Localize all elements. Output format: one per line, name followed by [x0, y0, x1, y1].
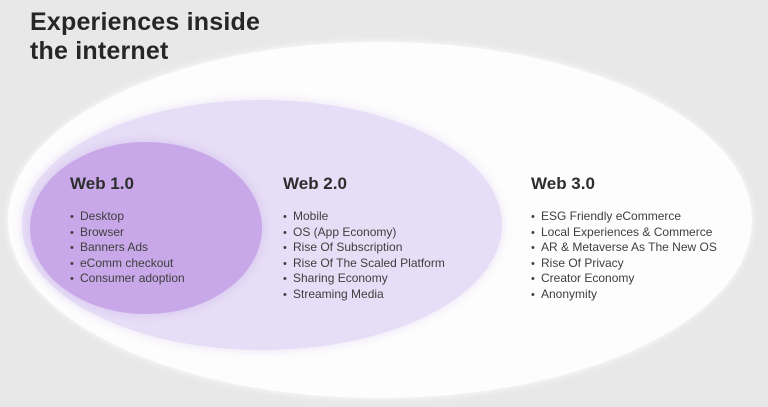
- list-item: • Rise Of Subscription: [283, 240, 508, 256]
- list-item-label: eComm checkout: [80, 255, 174, 270]
- bullet-icon: •: [531, 226, 535, 239]
- list-item-label: Anonymity: [541, 286, 598, 301]
- list-item-label: Rise Of Subscription: [293, 240, 403, 255]
- list-item: • Consumer adoption: [70, 271, 270, 287]
- web1-heading: Web 1.0: [70, 174, 134, 193]
- web3-list: • ESG Friendly eCommerce • Local Experience…: [531, 209, 756, 303]
- web2-list: • Mobile • OS (App Economy) • Rise Of Subscri…: [283, 209, 508, 303]
- bullet-icon: •: [283, 242, 287, 255]
- bullet-icon: •: [283, 226, 287, 239]
- list-item: • Desktop: [70, 209, 270, 225]
- list-item: • ESG Friendly eCommerce: [531, 209, 756, 225]
- list-item-label: Streaming Media: [293, 286, 384, 301]
- web2-heading: Web 2.0: [283, 174, 347, 193]
- list-item: • Streaming Media: [283, 287, 508, 303]
- web3-section: Web 3.0 • ESG Friendly eCommerce • Local Ex…: [531, 174, 756, 303]
- bullet-icon: •: [531, 242, 535, 255]
- web1-section: Web 1.0 • Desktop • Browser • Banners Ads • eCo…: [70, 174, 270, 287]
- bullet-icon: •: [283, 288, 287, 301]
- bullet-icon: •: [283, 273, 287, 286]
- list-item-label: Browser: [80, 224, 125, 239]
- list-item-label: Local Experiences & Commerce: [541, 224, 713, 239]
- page-title-line-2: the internet: [30, 37, 169, 65]
- list-item-label: Desktop: [80, 209, 125, 223]
- list-item: • Rise Of The Scaled Platform: [283, 256, 508, 272]
- list-item: • Mobile: [283, 209, 508, 225]
- list-item-label: Sharing Economy: [293, 271, 388, 286]
- list-item: • OS (App Economy): [283, 225, 508, 241]
- list-item: • Creator Economy: [531, 271, 756, 287]
- web1-ellipse: [30, 142, 262, 314]
- list-item-label: AR & Metaverse As The New OS: [541, 240, 717, 255]
- bullet-icon: •: [531, 211, 535, 223]
- bullet-icon: •: [531, 273, 535, 286]
- list-item: • Sharing Economy: [283, 271, 508, 287]
- list-item: • Rise Of Privacy: [531, 256, 756, 272]
- bullet-icon: •: [70, 242, 74, 255]
- web2-section: Web 2.0 • Mobile • OS (App Economy) • Rise Of…: [283, 174, 508, 303]
- bullet-icon: •: [531, 257, 535, 270]
- bullet-icon: •: [283, 257, 287, 270]
- bullet-icon: •: [283, 211, 287, 223]
- list-item-label: Mobile: [293, 209, 329, 223]
- list-item-label: Creator Economy: [541, 271, 635, 286]
- list-item-label: Rise Of The Scaled Platform: [293, 255, 445, 270]
- list-item: • eComm checkout: [70, 256, 270, 272]
- bullet-icon: •: [531, 288, 535, 301]
- page-title: Experiences inside the internet: [30, 8, 260, 66]
- web3-heading: Web 3.0: [531, 174, 595, 193]
- bullet-icon: •: [70, 211, 74, 223]
- list-item-label: Consumer adoption: [80, 271, 185, 286]
- bullet-icon: •: [70, 257, 74, 270]
- list-item-label: ESG Friendly eCommerce: [541, 209, 682, 223]
- list-item: • Anonymity: [531, 287, 756, 303]
- list-item-label: Rise Of Privacy: [541, 255, 624, 270]
- list-item: • Local Experiences & Commerce: [531, 225, 756, 241]
- web1-list: • Desktop • Browser • Banners Ads • eComm check…: [70, 209, 270, 287]
- list-item: • AR & Metaverse As The New OS: [531, 240, 756, 256]
- list-item: • Browser: [70, 225, 270, 241]
- bullet-icon: •: [70, 273, 74, 286]
- bullet-icon: •: [70, 226, 74, 239]
- list-item: • Banners Ads: [70, 240, 270, 256]
- list-item-label: OS (App Economy): [293, 224, 397, 239]
- page-title-line-1: Experiences inside: [30, 8, 261, 36]
- list-item-label: Banners Ads: [80, 240, 149, 255]
